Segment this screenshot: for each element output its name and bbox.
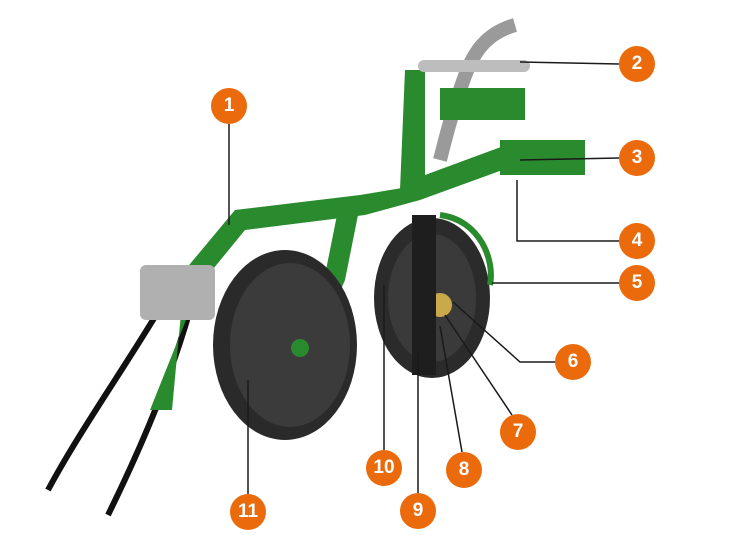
callout-label: 5	[631, 272, 643, 293]
mount-tube-upper	[440, 88, 525, 120]
callout-3[interactable]: 3	[619, 140, 655, 176]
callout-label: 11	[237, 501, 259, 522]
mount-tube-lower	[500, 140, 585, 175]
callout-label: 3	[631, 147, 643, 168]
handle-bar	[418, 60, 530, 72]
leader-lines	[228, 61, 620, 494]
callout-label: 8	[458, 459, 470, 480]
hose-left	[45, 298, 168, 492]
hose-right	[105, 309, 193, 517]
callout-7[interactable]: 7	[500, 414, 536, 450]
callout-8[interactable]: 8	[446, 452, 482, 488]
callout-label: 4	[631, 230, 643, 251]
callout-10[interactable]: 10	[366, 450, 402, 486]
scraper-arm	[439, 212, 494, 286]
parallel-arm	[400, 70, 530, 200]
row-cleaner-clamp	[140, 265, 215, 320]
callout-label: 1	[223, 95, 235, 116]
seed-tube	[412, 215, 436, 375]
callout-11[interactable]: 11	[230, 494, 266, 530]
callout-label: 7	[512, 421, 524, 442]
callout-4[interactable]: 4	[619, 223, 655, 259]
callout-5[interactable]: 5	[619, 265, 655, 301]
callout-label: 2	[631, 53, 643, 74]
callout-label: 10	[373, 457, 395, 478]
main-frame	[150, 185, 420, 410]
callout-2[interactable]: 2	[619, 46, 655, 82]
callout-6[interactable]: 6	[555, 344, 591, 380]
callout-label: 6	[567, 351, 579, 372]
gauge-wheel-hub	[291, 339, 309, 357]
callout-label: 9	[412, 500, 424, 521]
gauge-wheel-rim	[230, 263, 350, 427]
callout-1[interactable]: 1	[211, 88, 247, 124]
callout-9[interactable]: 9	[400, 493, 436, 529]
